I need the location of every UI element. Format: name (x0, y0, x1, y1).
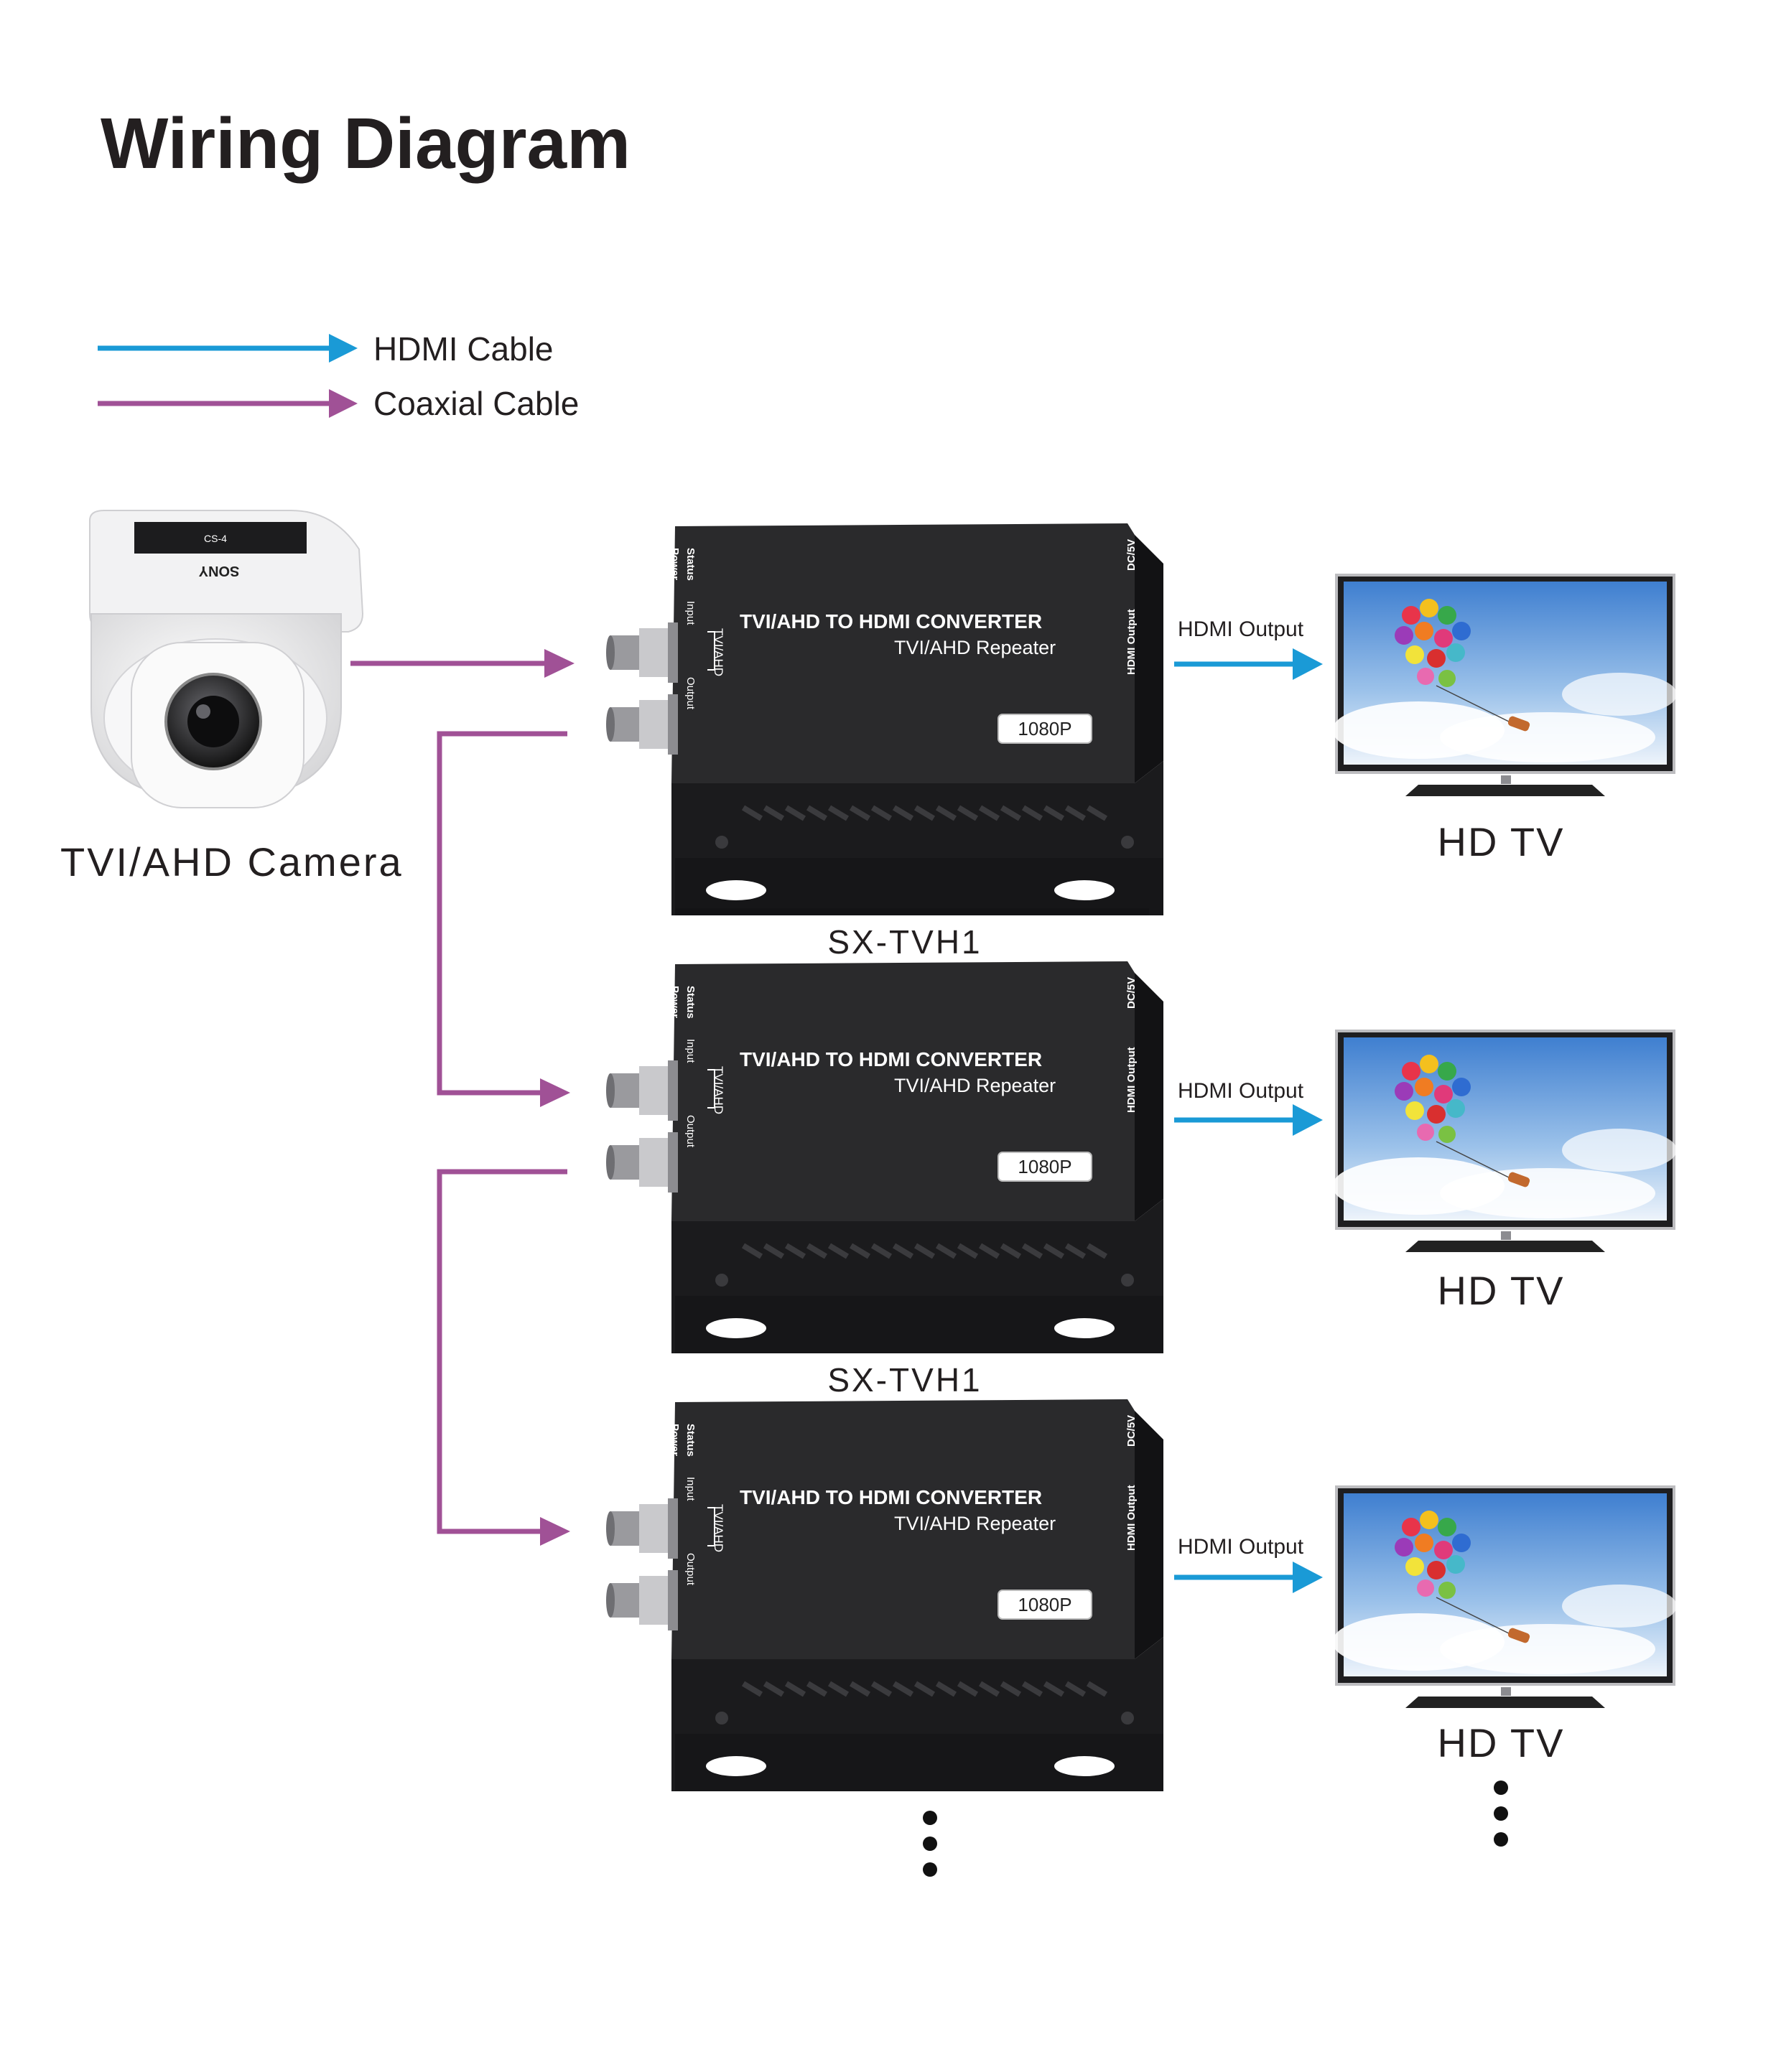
tv-label: HD TV (1437, 1268, 1565, 1313)
output-port-label: Output (684, 677, 697, 710)
output-port-label: Output (684, 1553, 697, 1586)
hdmi-output-label: HDMI Output (1178, 617, 1304, 641)
coax-legend-arrow-icon (98, 389, 358, 418)
power-label: Power (669, 548, 681, 581)
camera-label: TVI/AHD Camera (60, 839, 404, 885)
dc-port-label: DC/5V (1125, 538, 1138, 571)
hdmi-port-label: HDMI Output (1125, 1047, 1138, 1113)
input-port-label: Input (684, 601, 697, 625)
output-port-label: Output (684, 1115, 697, 1148)
converter-title: TVI/AHD TO HDMI CONVERTER (740, 1486, 1043, 1508)
converter-subtitle: TVI/AHD Repeater (894, 1513, 1056, 1534)
resolution-badge: 1080P (1018, 718, 1072, 739)
group-label: TVI/AHD (712, 628, 725, 677)
power-label: Power (669, 1424, 681, 1457)
status-label: Status (684, 986, 697, 1019)
bnc-output-connector (606, 1570, 678, 1630)
group-label: TVI/AHD (712, 1504, 725, 1553)
hdmi-port-label: HDMI Output (1125, 609, 1138, 675)
tv-icon (1332, 1485, 1677, 1708)
tv-label: HD TV (1437, 819, 1565, 864)
dc-port-label: DC/5V (1125, 976, 1138, 1009)
legend: HDMI Cable Coaxial Cable (98, 327, 600, 427)
converter-title: TVI/AHD TO HDMI CONVERTER (740, 1048, 1043, 1070)
power-label: Power (669, 986, 681, 1019)
bnc-output-connector (606, 694, 678, 755)
bnc-input-connector (606, 622, 678, 683)
converter-box-icon (606, 523, 1163, 915)
dc-port-label: DC/5V (1125, 1414, 1138, 1447)
converter-title: TVI/AHD TO HDMI CONVERTER (740, 610, 1043, 633)
tv-icon (1332, 574, 1677, 796)
vertical-ellipsis-icon (1494, 1781, 1508, 1847)
legend-hdmi-label: HDMI Cable (373, 330, 554, 368)
converter-subtitle: TVI/AHD Repeater (894, 1075, 1056, 1096)
bnc-output-connector (606, 1132, 678, 1193)
converter-subtitle: TVI/AHD Repeater (894, 637, 1056, 658)
camera-brand: SONY (198, 563, 239, 579)
legend-coax-label: Coaxial Cable (373, 385, 580, 422)
bnc-input-connector (606, 1498, 678, 1559)
converter-box-icon (606, 1399, 1163, 1791)
hdmi-output-label: HDMI Output (1178, 1079, 1304, 1103)
input-port-label: Input (684, 1039, 697, 1063)
converter-box-icon (606, 961, 1163, 1353)
input-port-label: Input (684, 1477, 697, 1501)
hdmi-output-label: HDMI Output (1178, 1535, 1304, 1559)
group-label: TVI/AHD (712, 1066, 725, 1115)
converter-model-label: SX-TVH1 (827, 1361, 982, 1399)
tv-label: HD TV (1437, 1720, 1565, 1765)
status-label: Status (684, 548, 697, 581)
hdmi-port-label: HDMI Output (1125, 1485, 1138, 1551)
converter-model-label: SX-TVH1 (827, 923, 982, 961)
page-title: Wiring Diagram (101, 103, 631, 184)
converter-device: TVI/AHD TO HDMI CONVERTER TVI/AHD Repeat… (596, 521, 1171, 915)
resolution-badge: 1080P (1018, 1594, 1072, 1615)
status-label: Status (684, 1424, 697, 1457)
bnc-input-connector (606, 1060, 678, 1121)
converter-device: TVI/AHD TO HDMI CONVERTER TVI/AHD Repeat… (596, 958, 1171, 1353)
resolution-badge: 1080P (1018, 1156, 1072, 1177)
vertical-ellipsis-icon (923, 1811, 937, 1877)
converter-device: TVI/AHD TO HDMI CONVERTER TVI/AHD Repeat… (596, 1396, 1171, 1791)
tv-icon (1332, 1030, 1677, 1252)
camera-top-text: CS-4 (204, 533, 227, 544)
hdmi-legend-arrow-icon (98, 334, 358, 363)
camera-icon: CS-4 SONY (89, 510, 364, 808)
